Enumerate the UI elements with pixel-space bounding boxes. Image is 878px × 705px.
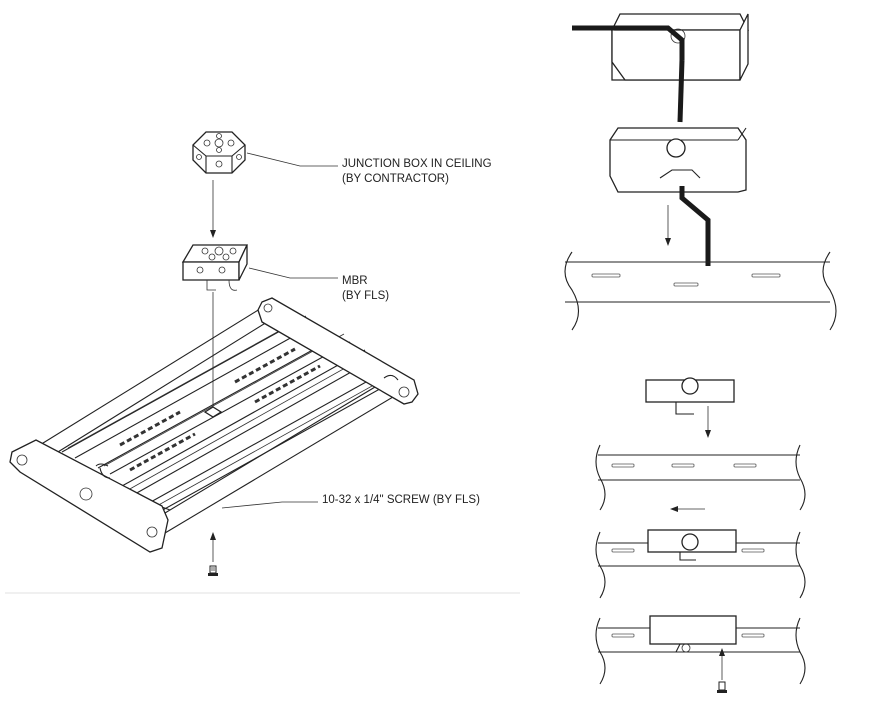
fixture-assembly-view: JUNCTION BOX IN CEILING (BY CONTRACTOR) … bbox=[5, 131, 520, 594]
screw-assembly: 10-32 x 1/4" SCREW (BY FLS) bbox=[208, 494, 480, 576]
wiring-detail-view bbox=[564, 13, 837, 331]
mbr-label-line2: (BY FLS) bbox=[342, 290, 389, 302]
screw-label: 10-32 x 1/4" SCREW (BY FLS) bbox=[322, 494, 480, 506]
mbr-install-steps bbox=[595, 377, 806, 693]
junction-box-label-line2: (BY CONTRACTOR) bbox=[342, 173, 449, 185]
light-fixture bbox=[9, 297, 419, 553]
junction-box bbox=[192, 131, 246, 174]
mbr-label-line1: MBR bbox=[342, 275, 368, 287]
mbr-bracket bbox=[181, 244, 249, 291]
junction-box-label-line1: JUNCTION BOX IN CEILING bbox=[342, 158, 492, 170]
